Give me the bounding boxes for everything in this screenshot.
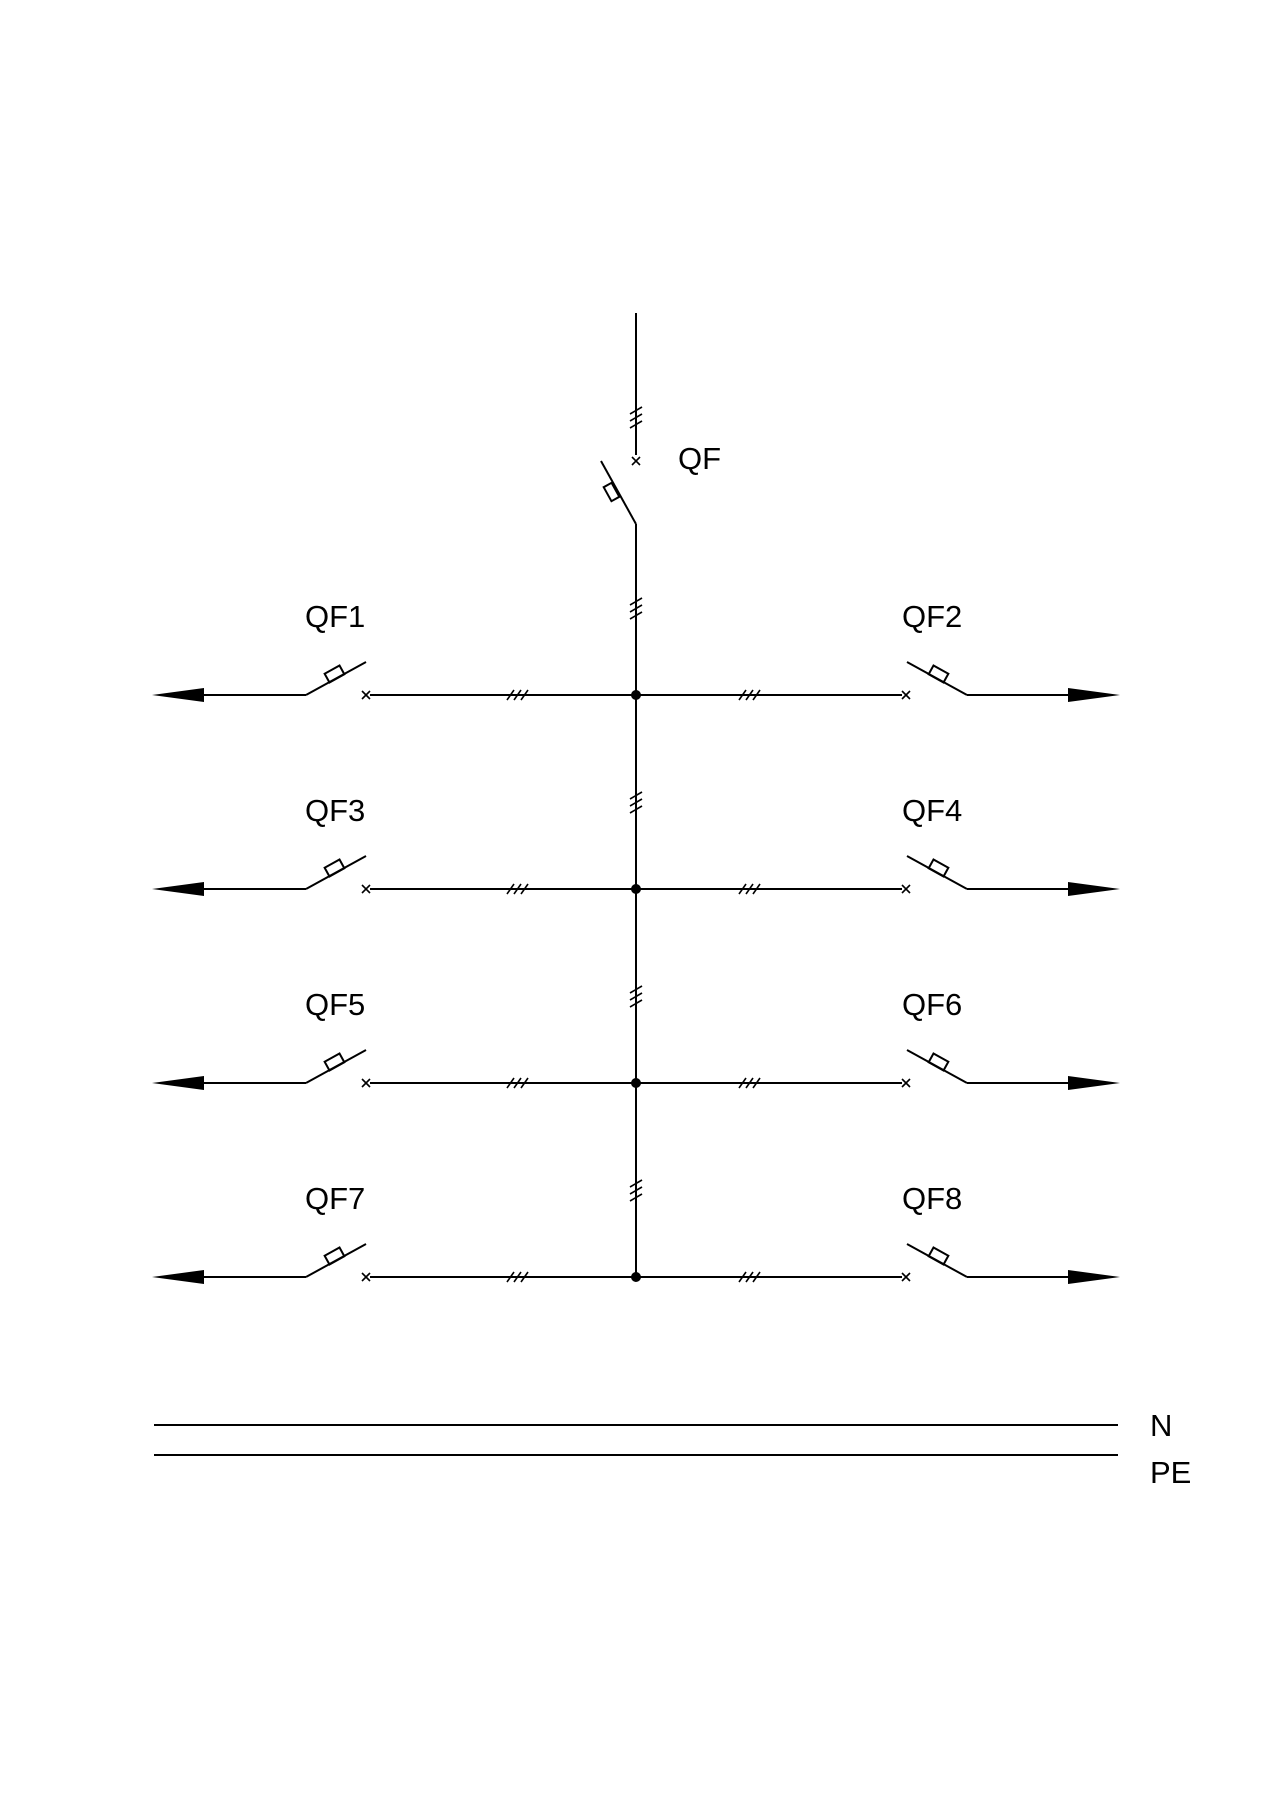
right-outgoing-arrow [1068, 1076, 1120, 1090]
neutral-bus-label: N [1150, 1408, 1172, 1443]
left-breaker-terminal-x [361, 1078, 371, 1088]
branch-row-3: QF5 QF6 [152, 985, 1120, 1090]
right-breaker-body [927, 1246, 950, 1266]
right-breaker-terminal-x [901, 884, 911, 894]
right-outgoing-arrow [1068, 1270, 1120, 1284]
right-phase-ticks [738, 883, 761, 895]
bus-phase-ticks [629, 791, 643, 814]
right-phase-ticks [738, 689, 761, 701]
bus-phase-ticks [629, 597, 643, 620]
left-breaker-body [323, 1246, 346, 1266]
right-breaker-terminal-x [901, 1272, 911, 1282]
branch-rows: QF1 QF2 [152, 597, 1120, 1284]
right-breaker-label: QF6 [902, 987, 962, 1022]
left-breaker-terminal-x [361, 1272, 371, 1282]
pe-bus-label: PE [1150, 1455, 1191, 1490]
right-breaker-body [927, 1052, 950, 1072]
branch-row-4: QF7 QF8 [152, 1179, 1120, 1284]
main-breaker-QF [600, 460, 637, 525]
bus-phase-ticks [629, 985, 643, 1008]
left-breaker-body [323, 1052, 346, 1072]
left-breaker-body [323, 858, 346, 878]
right-breaker-body [927, 858, 950, 878]
right-breaker-terminal-x [901, 1078, 911, 1088]
branch-row-1: QF1 QF2 [152, 597, 1120, 702]
bus-phase-ticks [629, 1179, 643, 1202]
right-phase-ticks [738, 1077, 761, 1089]
right-breaker-label: QF2 [902, 599, 962, 634]
left-phase-ticks [506, 689, 529, 701]
main-breaker-terminal-x [631, 456, 641, 466]
left-breaker-label: QF5 [305, 987, 365, 1022]
left-breaker-label: QF7 [305, 1181, 365, 1216]
right-breaker-terminal-x [901, 690, 911, 700]
incoming-phase-ticks [629, 406, 643, 429]
left-breaker-terminal-x [361, 690, 371, 700]
right-outgoing-arrow [1068, 882, 1120, 896]
left-outgoing-arrow [152, 1076, 204, 1090]
left-outgoing-arrow [152, 688, 204, 702]
left-outgoing-arrow [152, 882, 204, 896]
left-breaker-label: QF3 [305, 793, 365, 828]
left-phase-ticks [506, 883, 529, 895]
left-breaker-body [323, 664, 346, 684]
left-phase-ticks [506, 1077, 529, 1089]
right-breaker-body [927, 664, 950, 684]
right-outgoing-arrow [1068, 688, 1120, 702]
branch-row-2: QF3 QF4 [152, 791, 1120, 896]
left-breaker-terminal-x [361, 884, 371, 894]
right-phase-ticks [738, 1271, 761, 1283]
left-outgoing-arrow [152, 1270, 204, 1284]
right-breaker-label: QF4 [902, 793, 962, 828]
left-breaker-label: QF1 [305, 599, 365, 634]
left-phase-ticks [506, 1271, 529, 1283]
right-breaker-label: QF8 [902, 1181, 962, 1216]
main-breaker-label: QF [678, 441, 721, 476]
